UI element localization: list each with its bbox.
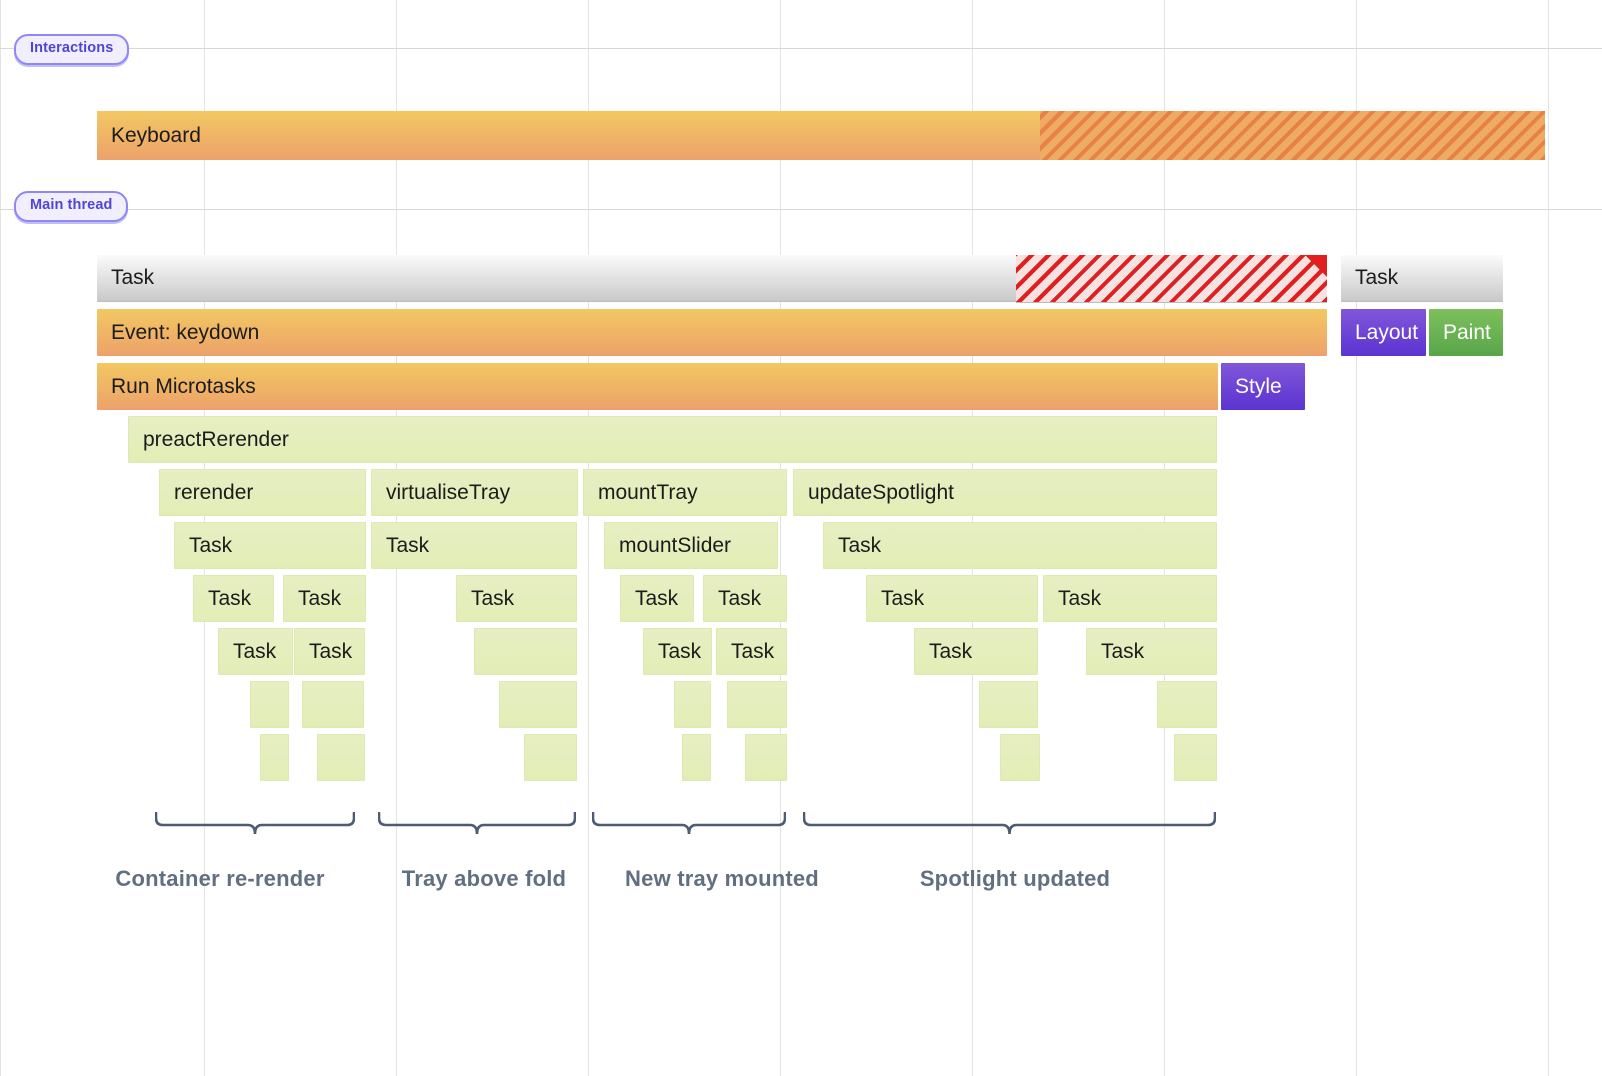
flame-bar-label: Task bbox=[635, 586, 679, 610]
flame-bar-label: Task bbox=[731, 639, 775, 663]
annotation-bracket-2 bbox=[592, 812, 786, 836]
long-task-warning-hatch bbox=[1016, 255, 1327, 303]
flame-bar-virtualisetray-r4-1[interactable]: virtualiseTray bbox=[371, 469, 578, 516]
flame-bar-label: Task bbox=[189, 533, 233, 557]
flame-bar-style-r2-1[interactable]: Style bbox=[1221, 363, 1305, 410]
annotation-label-3: Spotlight updated bbox=[919, 866, 1111, 891]
flame-bar-mountslider-r5-2[interactable]: mountSlider bbox=[604, 522, 778, 569]
flame-bar-block-r9-0[interactable] bbox=[260, 734, 289, 781]
flame-bar-task-r5-1[interactable]: Task bbox=[371, 522, 577, 569]
flame-bar-label: Run Microtasks bbox=[111, 374, 256, 398]
flame-bar-block-r8-5[interactable] bbox=[979, 681, 1038, 728]
flame-bar-task-r6-5[interactable]: Task bbox=[866, 575, 1038, 622]
track-pill-interactions[interactable]: Interactions bbox=[14, 34, 130, 65]
flame-bar-label: Style bbox=[1235, 374, 1282, 398]
flame-bar-block-r8-0[interactable] bbox=[250, 681, 289, 728]
flame-bar-mounttray-r4-2[interactable]: mountTray bbox=[583, 469, 787, 516]
flame-bar-label: Task bbox=[838, 533, 882, 557]
flame-bar-task-r7-4[interactable]: Task bbox=[716, 628, 787, 675]
flame-bar-label: virtualiseTray bbox=[386, 480, 511, 504]
interaction-overrun-hatch bbox=[1040, 111, 1545, 160]
gridline-vertical-3 bbox=[588, 0, 589, 1076]
flame-bar-label: updateSpotlight bbox=[808, 480, 954, 504]
flame-bar-label: Task bbox=[471, 586, 515, 610]
flame-bar-label: Event: keydown bbox=[111, 320, 260, 344]
flame-bar-block-r9-3[interactable] bbox=[682, 734, 711, 781]
flame-bar-block-r9-4[interactable] bbox=[745, 734, 787, 781]
flame-bar-label: Task bbox=[298, 586, 342, 610]
flame-bar-task-r7-1[interactable]: Task bbox=[294, 628, 365, 675]
flame-bar-label: Task bbox=[929, 639, 973, 663]
track-separator-1 bbox=[0, 209, 1602, 210]
flame-bar-label: rerender bbox=[174, 480, 254, 504]
flame-bar-label: mountTray bbox=[598, 480, 698, 504]
flame-bar-label: mountSlider bbox=[619, 533, 732, 557]
gridline-vertical-0 bbox=[0, 0, 1, 1076]
flame-bar-block-r7-2[interactable] bbox=[474, 628, 577, 675]
flame-bar-preactrerender-r3-0[interactable]: preactRerender bbox=[128, 416, 1217, 463]
flame-bar-task-r5-3[interactable]: Task bbox=[823, 522, 1217, 569]
flame-bar-task-r7-6[interactable]: Task bbox=[1086, 628, 1217, 675]
flame-bar-block-r8-4[interactable] bbox=[727, 681, 787, 728]
flame-bar-task-r6-3[interactable]: Task bbox=[620, 575, 694, 622]
annotation-bracket-0 bbox=[155, 812, 355, 836]
flame-bar-layout-r1-1[interactable]: Layout bbox=[1341, 309, 1426, 356]
annotation-bracket-1 bbox=[378, 812, 576, 836]
flame-bar-label: Task bbox=[1058, 586, 1102, 610]
flame-bar-task-r5-0[interactable]: Task bbox=[174, 522, 366, 569]
gridline-vertical-4 bbox=[780, 0, 781, 1076]
annotation-label-2: New tray mounted bbox=[625, 866, 819, 891]
flame-bar-label: Layout bbox=[1355, 320, 1419, 344]
flame-bar-label: Task bbox=[208, 586, 252, 610]
flame-bar-task-r7-3[interactable]: Task bbox=[643, 628, 712, 675]
flame-bar-task-r0-1[interactable]: Task bbox=[1341, 255, 1503, 302]
flame-bar-label: Paint bbox=[1443, 320, 1491, 344]
flame-bar-label: Task bbox=[233, 639, 277, 663]
flame-bar-block-r8-3[interactable] bbox=[674, 681, 711, 728]
flame-bar-label: Task bbox=[1355, 266, 1399, 289]
flame-bar-label: Task bbox=[386, 533, 430, 557]
gridline-vertical-8 bbox=[1548, 0, 1549, 1076]
annotation-label-1: Tray above fold bbox=[401, 866, 567, 891]
flame-bar-task-r7-5[interactable]: Task bbox=[914, 628, 1038, 675]
flame-bar-label: Task bbox=[1101, 639, 1145, 663]
flame-bar-block-r8-2[interactable] bbox=[499, 681, 577, 728]
flame-bar-task-r6-6[interactable]: Task bbox=[1043, 575, 1217, 622]
flame-bar-label: Task bbox=[881, 586, 925, 610]
track-separator-0 bbox=[0, 48, 1602, 49]
flame-bar-label: Task bbox=[658, 639, 702, 663]
flame-bar-run-microtasks-r2-0[interactable]: Run Microtasks bbox=[97, 363, 1218, 410]
flame-bar-label: Task bbox=[718, 586, 762, 610]
interaction-bar-label: Keyboard bbox=[111, 123, 201, 147]
track-pill-main-thread[interactable]: Main thread bbox=[14, 191, 129, 222]
flame-bar-label: Task bbox=[111, 266, 155, 289]
flame-bar-paint-r1-2[interactable]: Paint bbox=[1429, 309, 1503, 356]
flame-bar-task-r6-1[interactable]: Task bbox=[283, 575, 366, 622]
flame-bar-task-r7-0[interactable]: Task bbox=[218, 628, 293, 675]
flame-bar-label: Task bbox=[309, 639, 353, 663]
gridline-vertical-7 bbox=[1356, 0, 1357, 1076]
flame-bar-block-r8-6[interactable] bbox=[1157, 681, 1217, 728]
flame-bar-block-r9-5[interactable] bbox=[1000, 734, 1040, 781]
flame-bar-event-keydown-r1-0[interactable]: Event: keydown bbox=[97, 309, 1327, 356]
flame-bar-rerender-r4-0[interactable]: rerender bbox=[159, 469, 366, 516]
annotation-label-0: Container re-render bbox=[115, 866, 325, 891]
flame-bar-task-r6-4[interactable]: Task bbox=[703, 575, 787, 622]
annotation-bracket-3 bbox=[803, 812, 1216, 836]
flame-bar-label: preactRerender bbox=[143, 427, 289, 451]
flame-bar-task-r6-0[interactable]: Task bbox=[193, 575, 274, 622]
flame-bar-block-r8-1[interactable] bbox=[302, 681, 364, 728]
long-task-warning-triangle-icon bbox=[1305, 255, 1327, 277]
flame-bar-block-r9-1[interactable] bbox=[317, 734, 365, 781]
flame-bar-block-r9-6[interactable] bbox=[1174, 734, 1217, 781]
flame-bar-task-r6-2[interactable]: Task bbox=[456, 575, 577, 622]
flame-bar-updatespotlight-r4-3[interactable]: updateSpotlight bbox=[793, 469, 1217, 516]
flame-bar-block-r9-2[interactable] bbox=[524, 734, 577, 781]
